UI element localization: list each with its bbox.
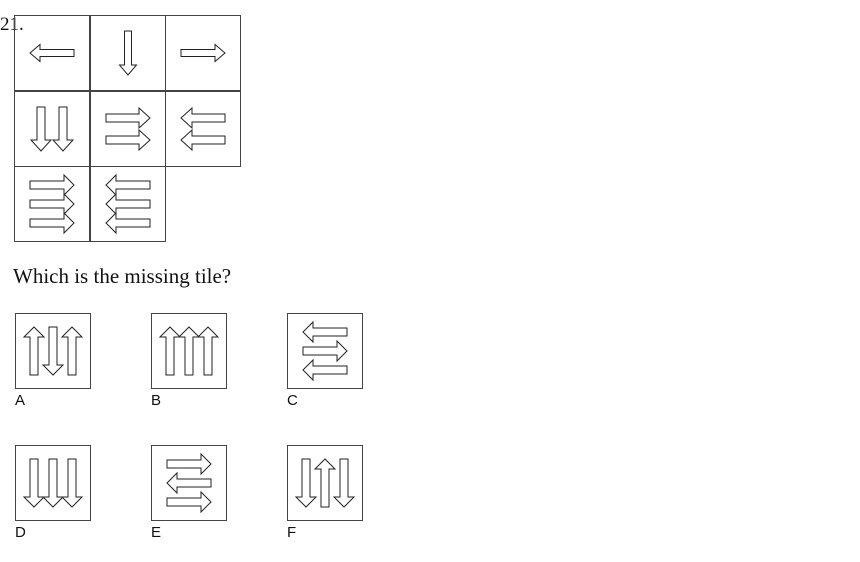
arrow-tile-graphic <box>22 458 84 508</box>
right-arrow-icon <box>180 43 226 63</box>
left-arrow-icon <box>302 320 348 344</box>
grid-tile <box>14 15 90 91</box>
up-arrow-icon <box>177 326 201 376</box>
left-arrow-icon <box>104 173 150 197</box>
arrow-tile-graphic <box>29 173 75 235</box>
grid-tile <box>14 166 90 242</box>
left-arrow-icon <box>180 106 226 129</box>
up-arrow-icon <box>196 326 220 376</box>
option-e-label: E <box>151 524 162 541</box>
arrow-tile-graphic <box>105 106 151 151</box>
grid-tile <box>14 90 90 167</box>
down-arrow-icon <box>51 106 75 152</box>
option-e-tile[interactable] <box>151 445 227 521</box>
down-arrow-icon <box>41 326 65 376</box>
right-arrow-icon <box>29 173 75 197</box>
up-arrow-icon <box>60 326 84 376</box>
arrow-tile-graphic <box>29 106 75 152</box>
up-arrow-icon <box>158 326 182 376</box>
option-d-tile[interactable] <box>15 445 91 521</box>
down-arrow-icon <box>294 458 318 508</box>
grid-tile <box>165 90 241 167</box>
question-number: 21. <box>0 14 24 35</box>
left-arrow-icon <box>104 211 150 235</box>
option-f-label: F <box>287 524 297 541</box>
grid-tile <box>89 166 166 242</box>
right-arrow-icon <box>166 490 212 514</box>
question-prompt: Which is the missing tile? <box>13 264 232 288</box>
down-arrow-icon <box>41 458 65 508</box>
option-a-label: A <box>15 392 26 409</box>
option-d-label: D <box>15 524 26 541</box>
arrow-tile-graphic <box>117 30 138 76</box>
arrow-tile-graphic <box>158 326 220 376</box>
down-arrow-icon <box>60 458 84 508</box>
up-arrow-icon <box>313 458 337 508</box>
option-b-label: B <box>151 392 162 409</box>
puzzle-grid <box>14 15 241 242</box>
grid-tile <box>89 15 166 91</box>
down-arrow-icon <box>29 106 53 152</box>
right-arrow-icon <box>105 106 151 129</box>
option-c-tile[interactable] <box>287 313 363 389</box>
left-arrow-icon <box>166 471 212 495</box>
option-c-label: C <box>287 392 298 409</box>
arrow-tile-graphic <box>104 173 150 235</box>
down-arrow-icon <box>22 458 46 508</box>
right-arrow-icon <box>29 192 75 216</box>
missing-tile-slot <box>165 166 241 242</box>
right-arrow-icon <box>29 211 75 235</box>
right-arrow-icon <box>302 339 348 363</box>
arrow-tile-graphic <box>29 43 75 63</box>
down-arrow-icon <box>332 458 356 508</box>
right-arrow-icon <box>105 128 151 151</box>
arrow-tile-graphic <box>166 452 212 514</box>
left-arrow-icon <box>180 128 226 151</box>
right-arrow-icon <box>166 452 212 476</box>
grid-tile <box>89 90 166 167</box>
arrow-tile-graphic <box>294 458 356 508</box>
left-arrow-icon <box>104 192 150 216</box>
down-arrow-icon <box>117 30 138 76</box>
option-b-tile[interactable] <box>151 313 227 389</box>
left-arrow-icon <box>29 43 75 63</box>
option-f-tile[interactable] <box>287 445 363 521</box>
option-a-tile[interactable] <box>15 313 91 389</box>
arrow-tile-graphic <box>180 106 226 151</box>
arrow-tile-graphic <box>302 320 348 382</box>
arrow-tile-graphic <box>180 43 226 63</box>
arrow-tile-graphic <box>22 326 84 376</box>
left-arrow-icon <box>302 358 348 382</box>
grid-tile <box>165 15 241 91</box>
up-arrow-icon <box>22 326 46 376</box>
